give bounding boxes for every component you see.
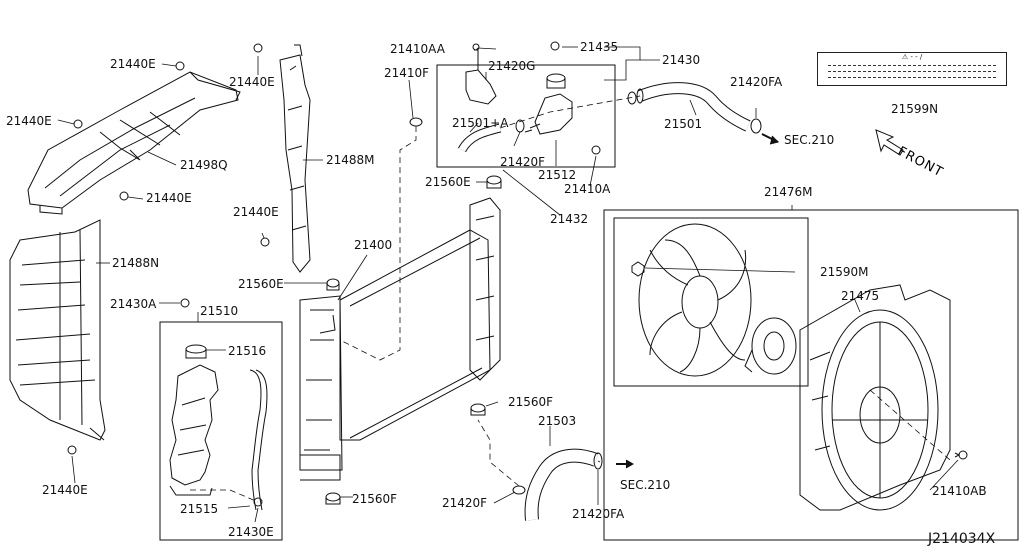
label-21475: 21475 [841,289,880,303]
label-21400: 21400 [354,238,393,252]
label-21410AA: 21410AA [390,42,445,56]
label-21599N: 21599N [891,102,939,116]
label-21420F-2: 21420F [442,496,488,510]
hose-21501A [458,123,502,153]
label-21512: 21512 [538,168,577,182]
label-21560E-1: 21560E [425,175,471,189]
label-21432: 21432 [550,212,589,226]
label-21488N: 21488N [112,256,160,270]
label-21440E-5: 21440E [233,205,279,219]
label-21560E-2: 21560E [238,277,284,291]
hose-group-box [436,64,616,168]
cap-21560E [326,175,502,291]
label-sec210-upper: SEC.210 [784,133,835,147]
label-21501: 21501 [664,117,703,131]
label-21501A: 21501+A [452,116,509,130]
label-sec210-lower: SEC.210 [620,478,671,492]
reservoir-box [159,321,283,541]
label-21498Q: 21498Q [180,158,228,172]
label-21420FA-2: 21420FA [572,507,625,521]
label-21440E-4: 21440E [146,191,192,205]
label-21503: 21503 [538,414,577,428]
hose-21503 [524,448,603,521]
fan-assembly-box [603,209,1019,541]
label-21430: 21430 [662,53,701,67]
hose-21501 [636,82,751,132]
bolt-21410AB [954,450,968,460]
leader-lines [57,46,959,523]
reservoir-tank [169,344,219,496]
label-21510: 21510 [200,304,239,318]
label-21420F-1: 21420F [500,155,546,169]
front-arrow [875,129,904,156]
fan-motor-box [613,217,809,387]
cap-21560F [325,403,486,505]
side-bracket [279,44,311,273]
label-21430A: 21430A [110,297,157,311]
label-21440E-6: 21440E [42,483,88,497]
radiator [299,197,501,481]
label-21560F-1: 21560F [508,395,554,409]
air-guide-upper [27,71,241,215]
label-21435: 21435 [580,40,619,54]
warning-label: ⚠ - - / [817,52,1007,86]
diagram-code: J214034X [928,531,996,547]
warning-line-1 [828,65,996,66]
dashed-lines [190,95,951,503]
fan-motor [744,317,797,375]
bolts-21440E [67,41,560,507]
label-21420FA-1: 21420FA [730,75,783,89]
label-21476M: 21476M [764,185,813,199]
fan-shroud [799,284,951,511]
nut-21590M [631,261,645,277]
label-21440E-2: 21440E [229,75,275,89]
label-21410F: 21410F [384,66,430,80]
air-guide-lower [9,219,106,441]
label-21410AB: 21410AB [932,484,987,498]
label-21590M: 21590M [820,265,869,279]
label-21440E-1: 21440E [110,57,156,71]
warning-line-2 [828,71,996,72]
label-21488M: 21488M [326,153,375,167]
label-21430E: 21430E [228,525,274,539]
fan-blade [638,223,752,377]
label-21515: 21515 [180,502,219,516]
label-21516: 21516 [228,344,267,358]
reservoir-hose [249,369,268,511]
label-21420G: 21420G [488,59,536,73]
thermostat-housing [524,73,573,135]
warning-label-title: ⚠ - - / [901,53,923,61]
warning-line-3 [828,77,996,78]
label-21440E-3: 21440E [6,114,52,128]
label-21410A: 21410A [564,182,611,196]
label-21560F-2: 21560F [352,492,398,506]
